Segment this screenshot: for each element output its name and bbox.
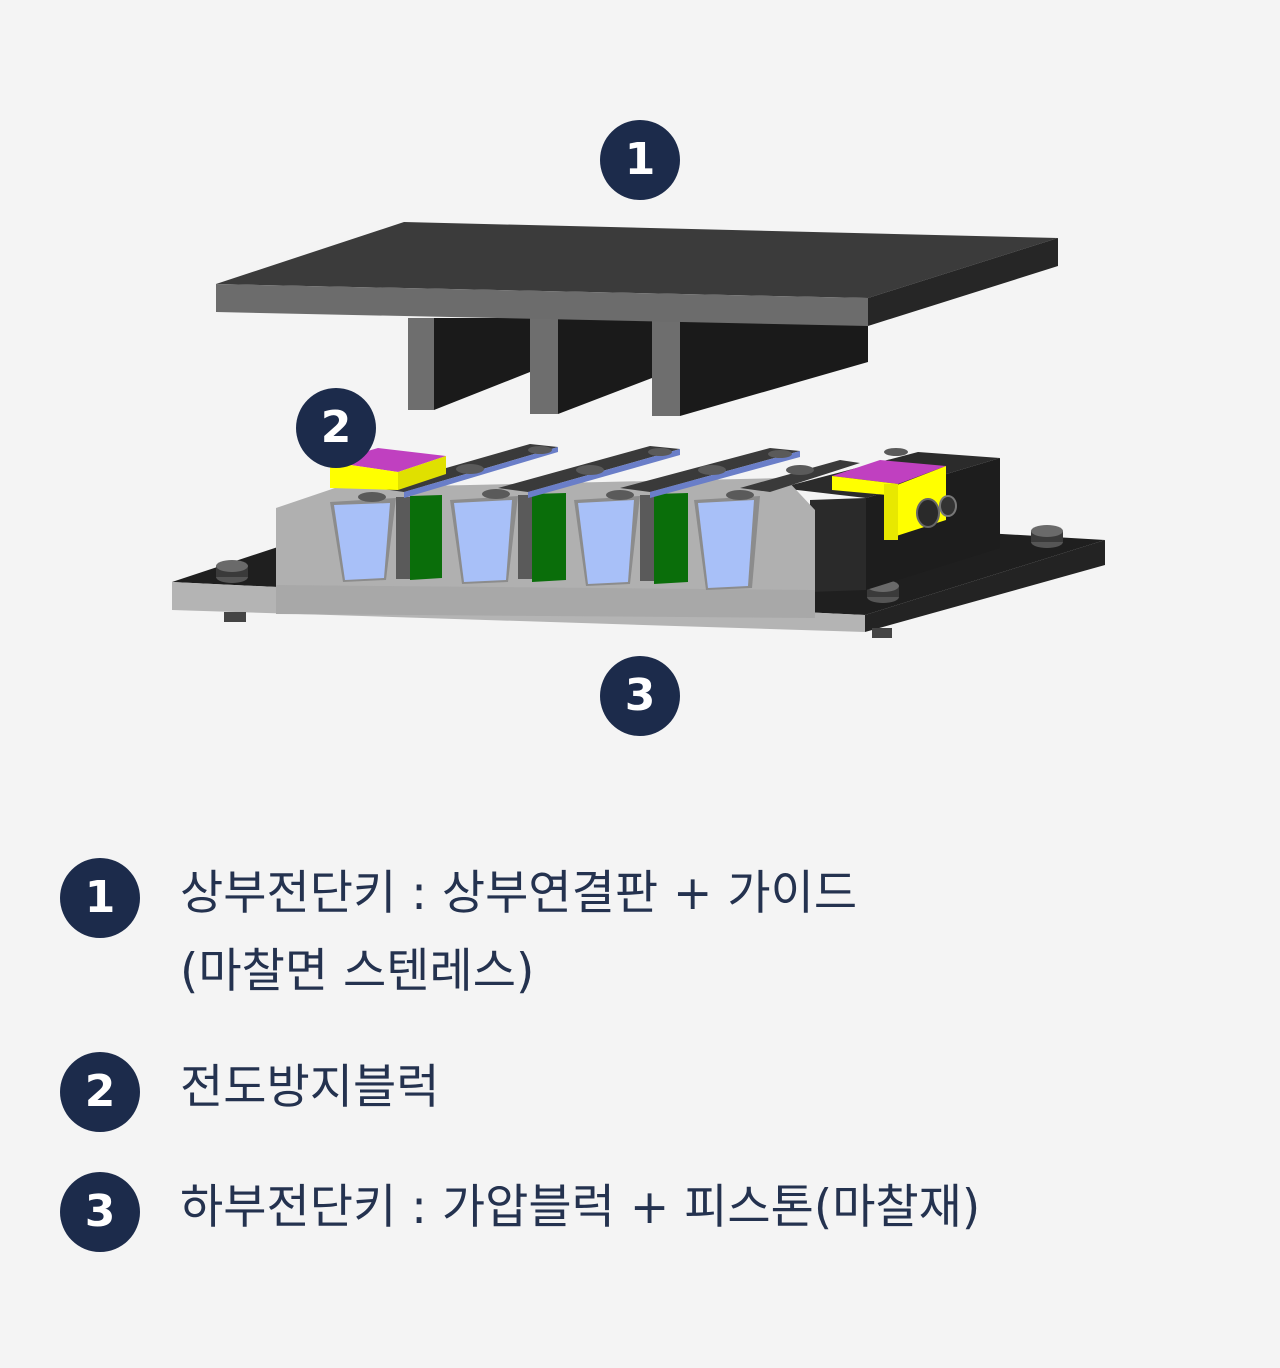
guide-fin-1 [408,318,434,410]
piston-3 [578,500,634,584]
legend-badge-1: 1 [60,858,140,938]
legend-badge-2: 2 [60,1052,140,1132]
top-plate-surface [216,222,1058,298]
anti-overturning-block-left [330,448,446,490]
guide-fin-3 [652,318,680,416]
legend-item-anti-overturning-block: 2 전도방지블럭 [60,1049,1240,1132]
piston-2 [454,500,512,582]
legend-badge-3: 3 [60,1172,140,1252]
piston-1 [334,503,390,580]
anti-overturning-block-right [832,460,957,540]
shear-key-diagram: 1 2 3 [172,120,1105,736]
callout-badge-1: 1 [600,120,680,200]
pressure-block-base [276,585,815,618]
legend-text-2: 전도방지블럭 [180,1060,440,1115]
top-plate-right [868,238,1058,326]
shear-key-illustration [172,222,1105,638]
base-plate-right [865,540,1105,632]
adjust-knob [916,498,940,528]
top-plate-front [216,284,868,326]
legend: 1 상부전단키 : 상부연결판 + 가이드 (마찰면 스텐레스) 2 전도방지블… [60,855,1240,1252]
top-bolts [358,446,908,502]
piston-slots [330,493,760,590]
legend-text-3: 하부전단키 : 가압블럭 + 피스톤(마찰재) [180,1180,981,1235]
guide-fin-2 [530,318,558,414]
piston-4 [698,500,754,588]
lower-shear-key [172,444,1105,638]
legend-item-upper-shear-key: 1 상부전단키 : 상부연결판 + 가이드 (마찰면 스텐레스) [60,855,1240,1011]
callout-badge-2: 2 [296,388,376,468]
friction-plate-2 [532,493,566,582]
callout-badge-3: 3 [600,656,680,736]
upper-shear-key [216,222,1058,416]
legend-text-1: 상부전단키 : 상부연결판 + 가이드 (마찰면 스텐레스) [180,866,858,999]
pressure-block-right-front [810,498,866,592]
legend-item-lower-shear-key: 3 하부전단키 : 가압블럭 + 피스톤(마찰재) [60,1169,1240,1252]
friction-plate-3 [654,493,688,584]
friction-plate-1 [410,495,442,580]
